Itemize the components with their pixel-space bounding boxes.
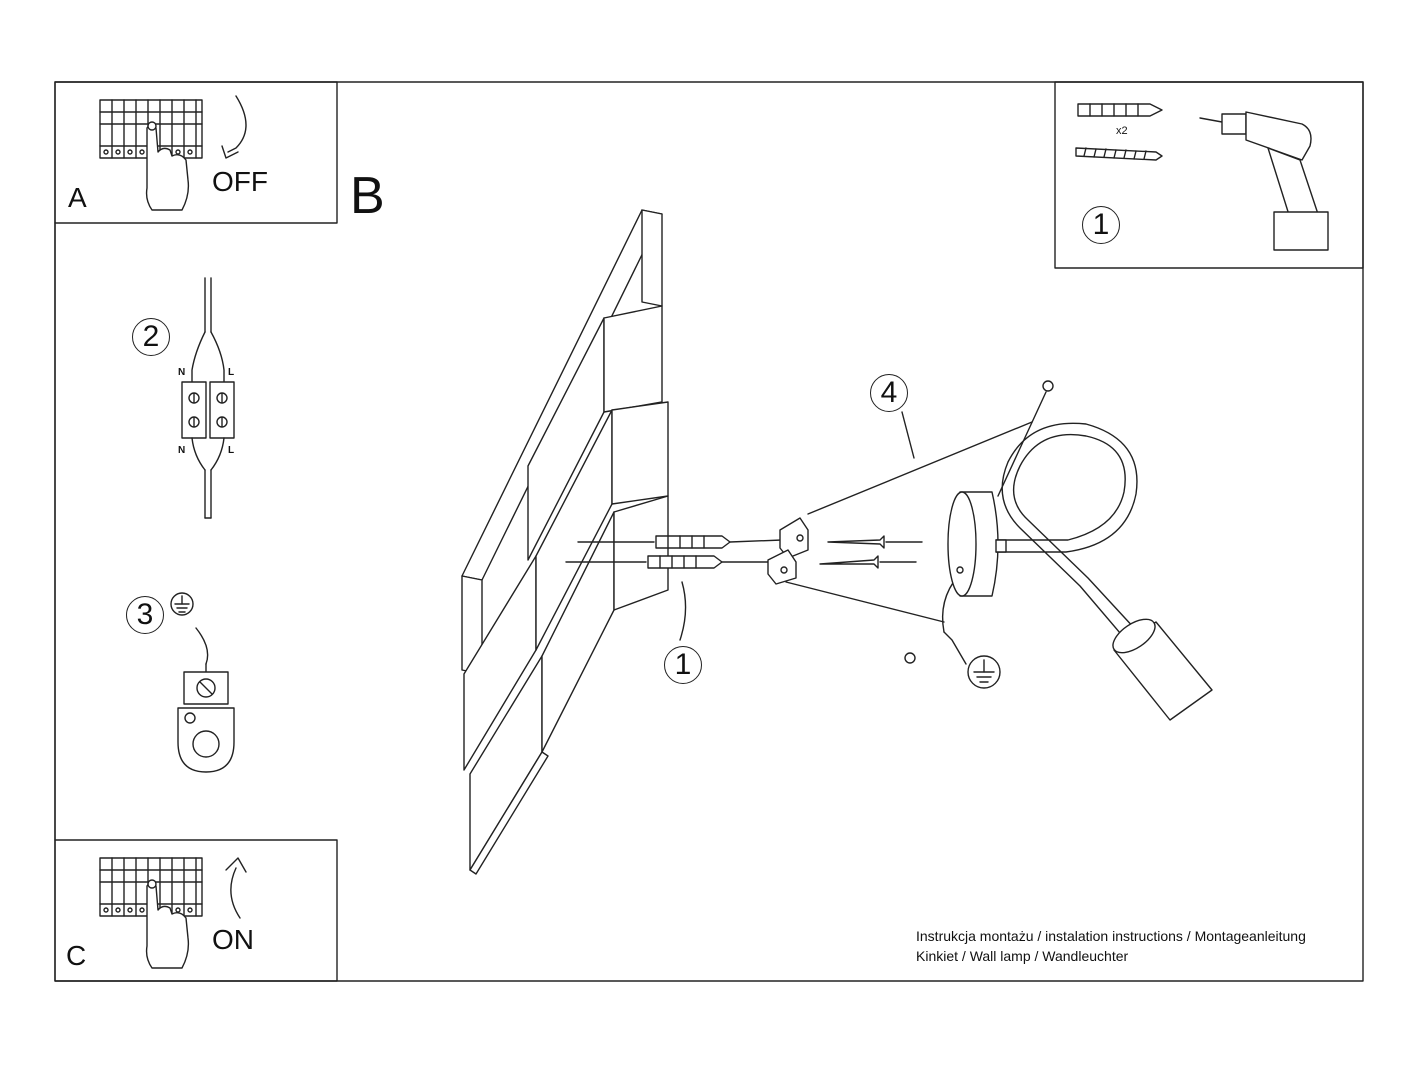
- wall-tiles-icon: [461, 209, 669, 875]
- wall-plug-icon: [1077, 103, 1163, 117]
- step-3-number: 3: [126, 596, 164, 634]
- neutral-bottom-label: N: [178, 445, 186, 456]
- step-c-label: C: [66, 940, 87, 971]
- lamp-base-icon: [947, 491, 999, 597]
- off-label: OFF: [212, 166, 268, 197]
- bracket-leader-line: [807, 421, 1033, 515]
- breaker-box-icon: [99, 857, 203, 917]
- step-1-wall-number: 1: [664, 646, 702, 684]
- lamp-shade-icon: [1112, 618, 1213, 721]
- switch-toggle-icon: [147, 879, 157, 889]
- arrow-up-icon: [230, 867, 241, 919]
- step-1-tools-number: 1: [1082, 206, 1120, 244]
- neutral-top-label: N: [178, 367, 186, 378]
- label-leader-line: [901, 411, 915, 459]
- bracket-leader-line: [785, 581, 945, 623]
- outer-frame: [54, 81, 1364, 982]
- step-2-number: 2: [132, 318, 170, 356]
- screw-icon: [1075, 147, 1163, 161]
- earth-symbol-icon: [170, 592, 194, 616]
- panel-a-frame: [54, 81, 338, 224]
- caption-line-2: Kinkiet / Wall lamp / Wandleuchter: [916, 948, 1129, 964]
- mounting-bracket-icon: [767, 517, 809, 585]
- caption-line-1: Instrukcja montażu / instalation instruc…: [916, 928, 1306, 944]
- step-a-label: A: [68, 182, 87, 213]
- earth-terminal-icon: [177, 627, 235, 773]
- screws-icon: [819, 535, 923, 569]
- step-4-number: 4: [870, 374, 908, 412]
- earth-symbol-icon: [967, 655, 1001, 689]
- earth-leader-line: [943, 631, 967, 665]
- quantity-label: x2: [1116, 125, 1128, 137]
- on-label: ON: [212, 924, 254, 955]
- arrow-down-icon: [227, 95, 247, 153]
- switch-toggle-icon: [147, 121, 157, 131]
- screw-head-icon: [904, 652, 916, 664]
- dowels-icon: [565, 535, 783, 641]
- screw-head-icon: [1042, 380, 1054, 392]
- step-b-label: B: [350, 167, 385, 225]
- lamp-arm-icon: [995, 422, 1138, 641]
- fixing-screw-leader: [997, 391, 1047, 497]
- drill-icon: [1199, 111, 1329, 251]
- live-top-label: L: [228, 367, 235, 378]
- terminal-block-icon: [181, 277, 235, 519]
- arrow-down-head-icon: [221, 145, 239, 159]
- panel-c-frame: [54, 839, 338, 982]
- arrow-up-head-icon: [225, 857, 247, 873]
- tools-panel-frame: [1054, 81, 1364, 269]
- live-bottom-label: L: [228, 445, 235, 456]
